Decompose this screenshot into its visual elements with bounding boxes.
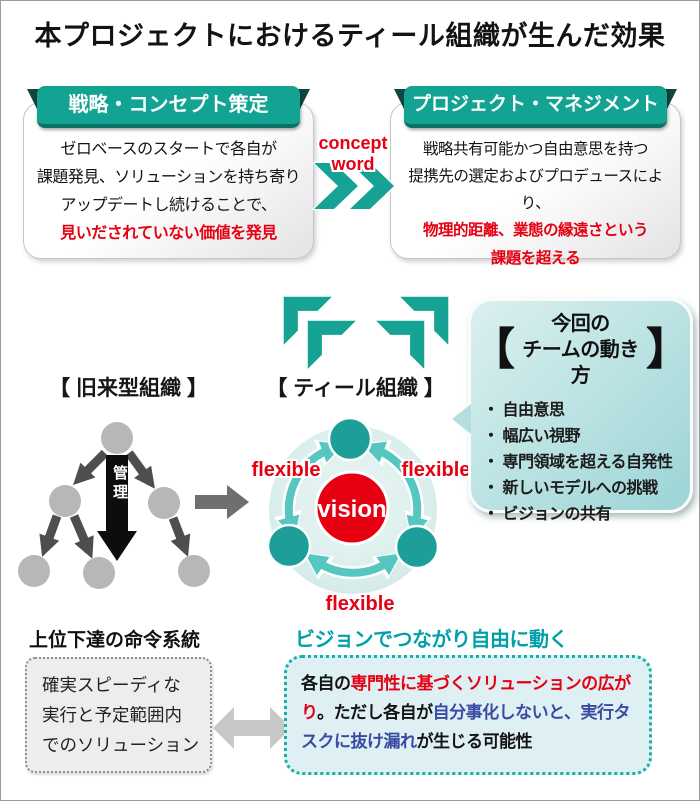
highlight-line: 見いだされていない価値を発見 (60, 225, 277, 242)
card-body (390, 102, 681, 259)
text-line: 戦略共有可能かつ自由意思を持つ (422, 141, 649, 158)
project-management-card: プロジェクト・マネジメント 戦略共有可能かつ自由意思を持つ 提携先の選定およびプ… (390, 86, 681, 267)
text-line: アップデートし続けることで、 (60, 197, 277, 214)
team-member-node (327, 416, 373, 462)
strategy-concept-header: 戦略・コンセプト策定 (37, 86, 300, 128)
bubble-tail (452, 404, 471, 434)
text-line: でのソリューション (42, 735, 200, 756)
vision-label: vision (317, 496, 386, 523)
text-line: 実行と予定範囲内 (42, 705, 182, 726)
cycle-arrow (278, 441, 344, 539)
concept-word-connector: concept word (309, 133, 397, 211)
bullet-glyph: ・ (483, 402, 499, 419)
teal-org-label: 【 ティール組織 】 (266, 377, 445, 400)
team-member-node (266, 523, 312, 569)
legacy-org-label: 【 旧来型組織 】 (49, 377, 208, 400)
vision-circle (314, 470, 390, 546)
bullet-glyph: ・ (483, 505, 499, 523)
up-right-chevrons-icon (376, 296, 449, 369)
text-segment-red: 専門性に基づくソリューションの広がり (301, 674, 631, 723)
list-item: ・自由意思 (483, 398, 682, 424)
bubble-title-line2: チームの動き方 (522, 339, 639, 387)
strategy-concept-text: ゼロベースのスタートで各自が 課題発見、ソリューションを持ち寄り アップデートし… (27, 136, 310, 248)
team-member-node (394, 524, 440, 570)
list-item: ・ビジョンの共有 (483, 502, 682, 528)
bullet-glyph: ・ (483, 479, 499, 497)
list-item: ・幅広い視野 (483, 424, 682, 450)
teal-heading: ビジョンでつながり自由に動く (295, 629, 569, 651)
concept-word-line1: concept (318, 133, 388, 153)
legacy-org-tree-diagram (18, 422, 210, 589)
text-segment: 各自の (301, 674, 351, 693)
text-segment-blue: 自分事化しないと、実行タスクに抜け漏れ (301, 703, 631, 752)
project-management-header: プロジェクト・マネジメント (404, 86, 667, 128)
management-arrow-label: 管理 (111, 465, 128, 503)
legacy-heading: 上位下達の命令系統 (29, 630, 201, 651)
card-body (23, 102, 314, 259)
tree-edge (69, 514, 94, 559)
flexible-label-left: flexible (251, 459, 321, 481)
bubble-title-line1: 今回の (551, 313, 610, 335)
text-line: 課題発見、ソリューションを持ち寄り (36, 169, 301, 186)
text-line: 提携先の選定およびプロデュースにより、 (408, 168, 663, 213)
page-title: 本プロジェクトにおけるティール組織が生んだ効果 (34, 21, 666, 51)
list-item-label: 自由意思 (502, 402, 566, 419)
tree-edge (73, 449, 109, 485)
highlight-line: 物理的距離、業態の縁遠さという (422, 222, 649, 240)
cycle-arrow (362, 441, 428, 539)
bullet-glyph: ・ (483, 453, 499, 471)
teal-result-box: 各自の専門性に基づくソリューションの広がり。ただし各自が自分事化しないと、実行タ… (284, 655, 652, 775)
flexible-label-bottom: flexible (325, 593, 395, 615)
flexible-label-right: flexible (401, 459, 471, 481)
strategy-concept-card: 戦略・コンセプト策定 ゼロベースのスタートで各自が 課題発見、ソリューションを持… (23, 86, 314, 259)
project-management-text: 戦略共有可能かつ自由意思を持つ 提携先の選定およびプロデュースにより、 物理的距… (394, 136, 677, 272)
teal-org-diagram: vision (266, 416, 440, 594)
concept-word-line2: word (331, 153, 375, 174)
org-node (148, 487, 180, 519)
up-left-chevrons-icon (283, 296, 356, 369)
compare-double-arrow-icon (213, 707, 291, 749)
bracket-close: 】 (646, 325, 690, 375)
list-item-label: 新しいモデルへの挑戦 (502, 479, 659, 497)
transition-arrow-icon (195, 485, 249, 519)
bullet-glyph: ・ (483, 427, 499, 445)
management-down-arrow (97, 455, 137, 561)
text-line: ゼロベースのスタートで各自が (60, 141, 277, 158)
bubble-title-text: 今回の チームの動き方 (516, 311, 645, 389)
org-node (49, 485, 81, 517)
list-item-label: 専門領域を超える自発性 (502, 453, 674, 471)
list-item: ・専門領域を超える自発性 (483, 450, 682, 476)
team-approach-bubble: 【 今回の チームの動き方 】 ・自由意思 ・幅広い視野 ・専門領域を超える自発… (452, 298, 693, 523)
legacy-result-box: 確実スピーディな 実行と予定範囲内 でのソリューション (25, 657, 212, 773)
highlight-line: 課題を超える (490, 249, 581, 267)
org-node (18, 555, 50, 587)
tree-edge (39, 514, 62, 557)
org-node (178, 555, 210, 587)
tree-edge (125, 450, 155, 489)
right-chevrons-icon (312, 161, 396, 211)
cycle-arrow (305, 553, 401, 577)
text-line: 確実スピーディな (42, 675, 181, 695)
bubble-list: ・自由意思 ・幅広い視野 ・専門領域を超える自発性 ・新しいモデルへの挑戦 ・ビ… (471, 398, 690, 528)
org-node (83, 557, 115, 589)
tree-edge (168, 516, 191, 557)
list-item-label: ビジョンの共有 (502, 505, 612, 523)
org-node (101, 422, 133, 454)
text-segment: が生じる可能性 (416, 732, 533, 752)
list-item: ・新しいモデルへの挑戦 (483, 476, 682, 502)
list-item-label: 幅広い視野 (502, 427, 581, 445)
bracket-open: 【 (471, 325, 515, 375)
bubble-title: 【 今回の チームの動き方 】 (471, 311, 690, 389)
text-segment: 。ただし各自が (317, 703, 433, 723)
